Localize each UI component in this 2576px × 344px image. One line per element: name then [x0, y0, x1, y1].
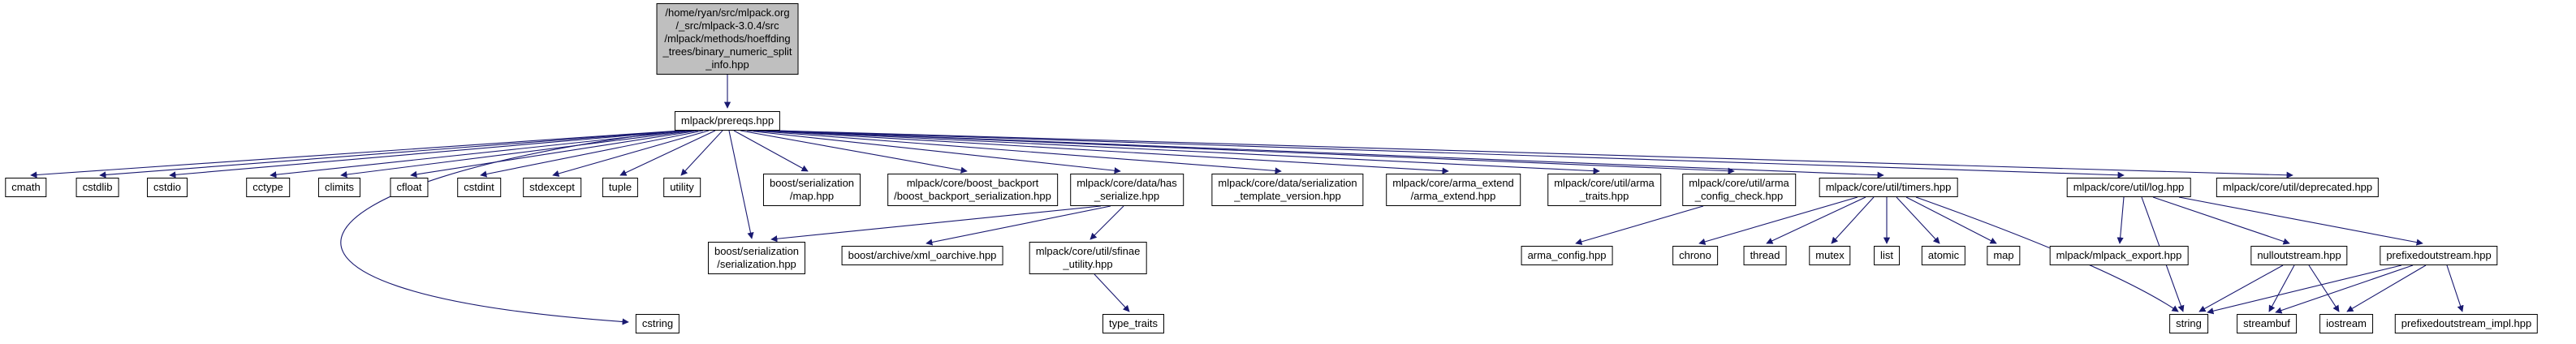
edge — [770, 205, 1102, 243]
edge — [772, 130, 1884, 178]
node-nulloutstream-hpp[interactable]: nulloutstream.hpp — [2250, 246, 2348, 265]
node-thread[interactable]: thread — [1743, 246, 1787, 265]
node-list[interactable]: list — [1874, 246, 1900, 265]
node-xml-oarchive-hpp[interactable]: boost/archive/xml_oarchive.hpp — [841, 246, 1003, 265]
edge — [1094, 273, 1130, 312]
edge — [480, 130, 704, 178]
node-serialization-template-version-hpp[interactable]: mlpack/core/data/serialization _template… — [1211, 174, 1364, 206]
node-streambuf[interactable]: streambuf — [2237, 314, 2297, 333]
edge — [30, 130, 681, 178]
edge — [746, 130, 1121, 174]
node-atomic[interactable]: atomic — [1921, 246, 1966, 265]
edge — [99, 130, 684, 178]
node-boost-backport-serialization-hpp[interactable]: mlpack/core/boost_backport /boost_backpo… — [887, 174, 1058, 206]
edge — [733, 130, 809, 172]
node-prefixedoutstream-impl-hpp[interactable]: prefixedoutstream_impl.hpp — [2394, 314, 2539, 333]
node-type-traits[interactable]: type_traits — [1102, 314, 1164, 333]
edge — [1896, 196, 1940, 244]
node-boost-serialization-hpp[interactable]: boost/serialization /serialization.hpp — [707, 242, 806, 274]
edge — [1831, 196, 1875, 244]
edge — [2207, 264, 2402, 315]
edge — [764, 130, 1600, 174]
node-timers-hpp[interactable]: mlpack/core/util/timers.hpp — [1819, 178, 1958, 197]
node-arma-traits-hpp[interactable]: mlpack/core/util/arma _traits.hpp — [1547, 174, 1661, 206]
edge — [169, 130, 686, 178]
node-mutex[interactable]: mutex — [1809, 246, 1851, 265]
edge — [2152, 196, 2290, 245]
edge — [680, 130, 723, 176]
edge — [740, 130, 968, 174]
node-log-hpp[interactable]: mlpack/core/util/log.hpp — [2066, 178, 2191, 197]
edge — [1905, 196, 1997, 244]
edge — [340, 130, 680, 325]
node-climits[interactable]: climits — [317, 178, 361, 197]
node-utility[interactable]: utility — [663, 178, 701, 197]
edge — [926, 205, 1111, 246]
node-cctype[interactable]: cctype — [246, 178, 290, 197]
edge — [2308, 264, 2340, 312]
edge — [410, 130, 699, 178]
node-prefixedoutstream-hpp[interactable]: prefixedoutstream.hpp — [2380, 246, 2498, 265]
edge — [2346, 264, 2427, 312]
node-stdexcept[interactable]: stdexcept — [523, 178, 581, 197]
node-cstring[interactable]: cstring — [635, 314, 680, 333]
node-boost-serialization-map-hpp[interactable]: boost/serialization /map.hpp — [762, 174, 861, 206]
edge — [552, 130, 710, 177]
edge — [2116, 196, 2125, 244]
edge — [1090, 205, 1124, 240]
edge — [1575, 205, 1704, 245]
node-has-serialize-hpp[interactable]: mlpack/core/data/has _serialize.hpp — [1070, 174, 1184, 206]
node-binary-numeric-split-info-hpp: /home/ryan/src/mlpack.org /_src/mlpack-3… — [656, 3, 799, 75]
node-tuple[interactable]: tuple — [602, 178, 639, 197]
edge — [2275, 264, 2414, 314]
node-cmath[interactable]: cmath — [5, 178, 47, 197]
node-mlpack-export-hpp[interactable]: mlpack/mlpack_export.hpp — [2049, 246, 2189, 265]
node-cfloat[interactable]: cfloat — [390, 178, 429, 197]
edge — [340, 130, 695, 178]
edge — [775, 130, 2125, 178]
node-chrono[interactable]: chrono — [1672, 246, 1718, 265]
node-string[interactable]: string — [2169, 314, 2208, 333]
node-cstdlib[interactable]: cstdlib — [76, 178, 119, 197]
node-cstdint[interactable]: cstdint — [457, 178, 501, 197]
node-iostream[interactable]: iostream — [2319, 314, 2373, 333]
edge — [2198, 264, 2284, 312]
node-arma-extend-hpp[interactable]: mlpack/core/arma_extend /arma_extend.hpp — [1386, 174, 1521, 206]
edge — [619, 130, 716, 176]
node-arma-config-check-hpp[interactable]: mlpack/core/util/arma _config_check.hpp — [1682, 174, 1796, 206]
edge — [1766, 196, 1866, 244]
edge — [759, 130, 1449, 174]
edge — [753, 130, 1282, 174]
edge — [2178, 196, 2423, 246]
node-map[interactable]: map — [1987, 246, 2021, 265]
edge — [777, 130, 2293, 178]
edge — [2446, 264, 2464, 312]
node-sfinae-utility-hpp[interactable]: mlpack/core/util/sfinae _utility.hpp — [1029, 242, 1147, 274]
edge — [728, 130, 754, 239]
node-mlpack-prereqs-hpp[interactable]: mlpack/prereqs.hpp — [674, 111, 781, 131]
node-cstdio[interactable]: cstdio — [147, 178, 188, 197]
node-arma-config-hpp[interactable]: arma_config.hpp — [1521, 246, 1613, 265]
node-deprecated-hpp[interactable]: mlpack/core/util/deprecated.hpp — [2216, 178, 2380, 197]
edge — [1698, 196, 1858, 245]
edge — [2268, 264, 2295, 312]
